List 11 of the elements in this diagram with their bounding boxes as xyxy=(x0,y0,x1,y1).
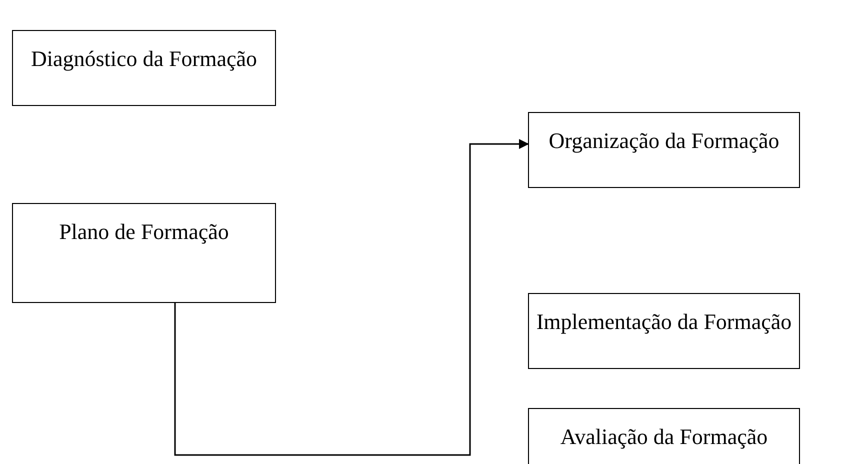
process-box xyxy=(528,293,800,369)
box-label: Avaliação da Formação xyxy=(560,423,768,451)
connector-arrow xyxy=(174,139,529,456)
box-label: Implementação da Formação xyxy=(536,308,792,336)
box-label: Organização da Formação xyxy=(548,127,780,155)
process-box xyxy=(528,408,800,464)
box-label: Plano de Formação xyxy=(59,218,229,246)
process-box xyxy=(12,30,276,106)
process-box xyxy=(528,112,800,188)
process-box xyxy=(12,203,276,303)
box-label: Diagnóstico da Formação xyxy=(30,45,258,73)
